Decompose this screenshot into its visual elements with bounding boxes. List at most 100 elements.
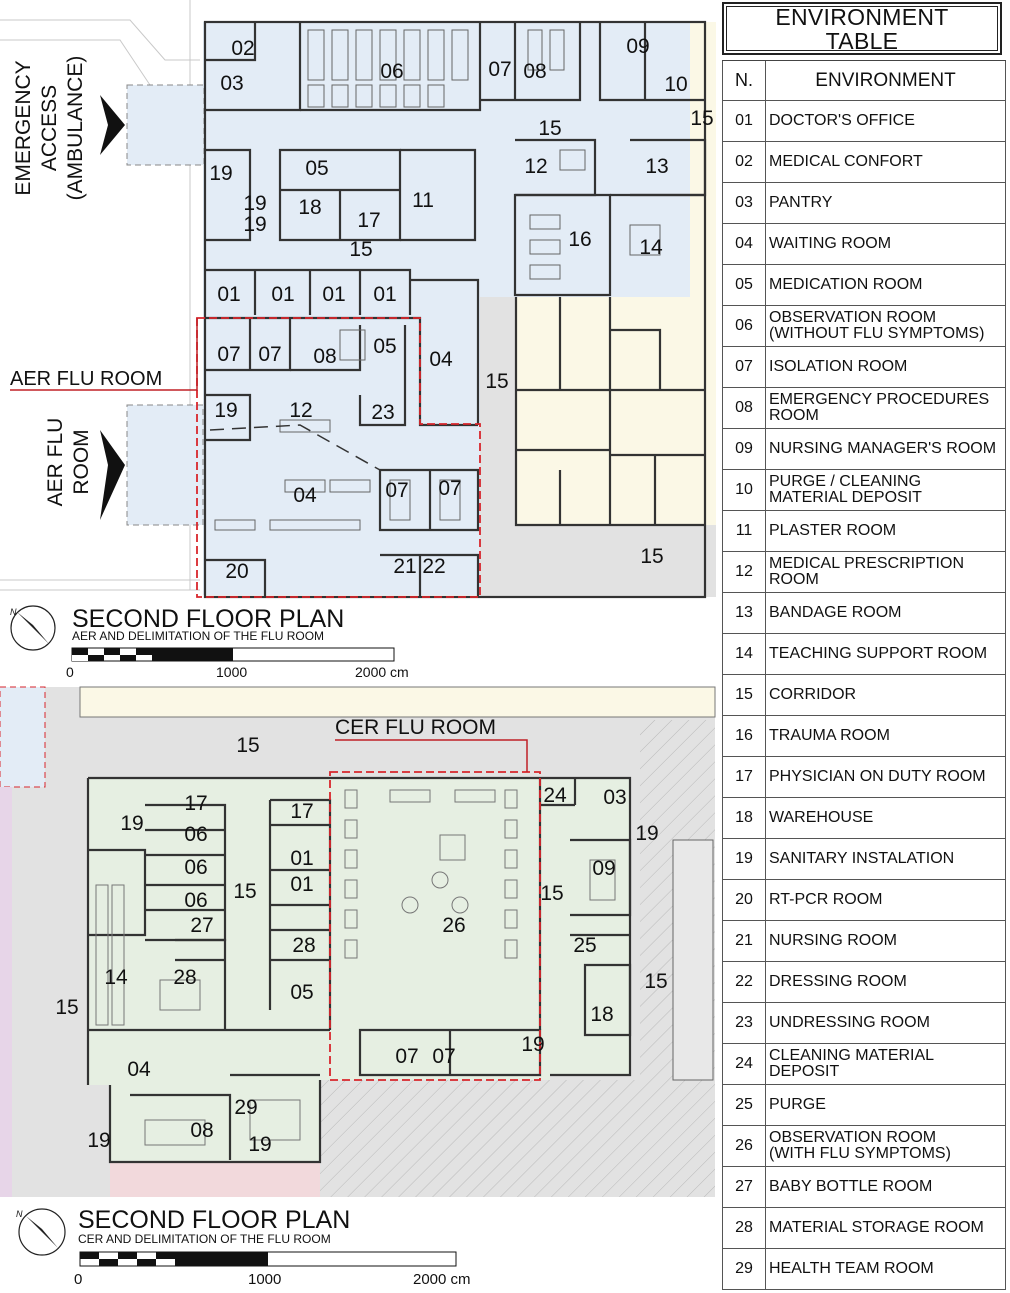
room-label: 24 bbox=[543, 784, 567, 807]
room-label: 12 bbox=[524, 155, 547, 178]
room-label: 18 bbox=[298, 196, 321, 219]
row-number: 03 bbox=[722, 183, 766, 223]
row-environment: ISOLATION ROOM bbox=[766, 347, 1006, 387]
room-label: 15 bbox=[485, 370, 508, 393]
room-label: 01 bbox=[271, 283, 294, 306]
row-number: 18 bbox=[722, 798, 766, 838]
room-label: 28 bbox=[292, 934, 315, 957]
room-label: 07 bbox=[395, 1045, 418, 1068]
top-scale-bar: 0 1000 2000 cm bbox=[66, 647, 409, 680]
row-environment: OBSERVATION ROOM (WITH FLU SYMPTOMS) bbox=[766, 1126, 1006, 1166]
bottom-plan-title: SECOND FLOOR PLAN bbox=[78, 1206, 350, 1234]
table-title: ENVIRONMENT TABLE bbox=[722, 2, 1002, 55]
room-label: 05 bbox=[290, 981, 313, 1004]
table-title-line2: TABLE bbox=[825, 27, 899, 54]
row-number: 22 bbox=[722, 962, 766, 1002]
top-room-labels: 02 03 06 07 08 09 10 15 15 12 13 05 19 1… bbox=[209, 35, 713, 583]
row-number: 29 bbox=[722, 1249, 766, 1289]
room-label: 21 bbox=[393, 555, 416, 578]
row-environment: NURSING MANAGER'S ROOM bbox=[766, 429, 1006, 469]
room-label: 03 bbox=[603, 786, 626, 809]
table-header-row: N. ENVIRONMENT bbox=[722, 61, 1006, 101]
svg-text:(AMBULANCE): (AMBULANCE) bbox=[64, 56, 87, 201]
room-label: 04 bbox=[429, 348, 453, 371]
svg-text:0: 0 bbox=[66, 664, 74, 680]
svg-text:N: N bbox=[16, 1209, 23, 1219]
row-number: 13 bbox=[722, 593, 766, 633]
aer-flu-room-callout: AER FLU ROOM bbox=[10, 368, 162, 390]
row-number: 14 bbox=[722, 634, 766, 674]
column-header-number: N. bbox=[722, 61, 766, 100]
blue-zone-flu bbox=[203, 297, 480, 595]
room-label: 08 bbox=[190, 1119, 213, 1142]
row-environment: EMERGENCY PROCEDURES ROOM bbox=[766, 388, 1006, 428]
room-label: 15 bbox=[236, 734, 259, 757]
room-label: 15 bbox=[55, 996, 78, 1019]
svg-text:EMERGENCY: EMERGENCY bbox=[12, 60, 35, 195]
row-number: 15 bbox=[722, 675, 766, 715]
room-label: 07 bbox=[432, 1045, 455, 1068]
svg-text:N: N bbox=[10, 607, 17, 617]
room-label: 01 bbox=[217, 283, 240, 306]
row-environment: PLASTER ROOM bbox=[766, 511, 1006, 551]
room-label: 01 bbox=[290, 847, 313, 870]
room-label: 07 bbox=[488, 58, 511, 81]
room-label: 11 bbox=[412, 189, 434, 212]
row-environment: CLEANING MATERIAL DEPOSIT bbox=[766, 1044, 1006, 1084]
room-label: 14 bbox=[104, 966, 128, 989]
row-environment: HEALTH TEAM ROOM bbox=[766, 1249, 1006, 1289]
row-number: 07 bbox=[722, 347, 766, 387]
corridor-grey bbox=[480, 297, 516, 597]
room-label: 06 bbox=[184, 856, 207, 879]
row-environment: MEDICAL CONFORT bbox=[766, 142, 1006, 182]
cer-flu-callout-line bbox=[335, 739, 528, 772]
room-label: 03 bbox=[220, 72, 243, 95]
room-label: 27 bbox=[190, 914, 213, 937]
room-label: 19 bbox=[214, 399, 237, 422]
yellow-strip-bottom bbox=[79, 686, 716, 718]
room-label: 06 bbox=[184, 823, 207, 846]
svg-text:ACCESS: ACCESS bbox=[38, 85, 61, 171]
column-header-environment: ENVIRONMENT bbox=[766, 61, 1006, 100]
room-label: 15 bbox=[540, 882, 563, 905]
row-environment: NURSING ROOM bbox=[766, 921, 1006, 961]
room-label: 09 bbox=[592, 857, 615, 880]
room-label: 18 bbox=[590, 1003, 613, 1026]
yellow-strip bbox=[690, 22, 716, 297]
row-environment: MEDICATION ROOM bbox=[766, 265, 1006, 305]
svg-text:ROOM: ROOM bbox=[70, 429, 93, 494]
row-number: 25 bbox=[722, 1085, 766, 1125]
row-number: 17 bbox=[722, 757, 766, 797]
corridor-grey-2 bbox=[516, 525, 716, 597]
top-plan-subtitle: AER AND DELIMITATION OF THE FLU ROOM bbox=[72, 629, 324, 643]
blue-corner bbox=[0, 686, 46, 788]
room-label: 28 bbox=[173, 966, 196, 989]
green-zone bbox=[88, 778, 630, 1162]
row-number: 28 bbox=[722, 1208, 766, 1248]
row-number: 16 bbox=[722, 716, 766, 756]
row-number: 06 bbox=[722, 306, 766, 346]
bottom-plan-subtitle: CER AND DELIMITATION OF THE FLU ROOM bbox=[78, 1232, 331, 1246]
table-title-line1: ENVIRONMENT bbox=[775, 3, 949, 30]
top-plan-title: SECOND FLOOR PLAN bbox=[72, 605, 344, 633]
row-environment: WAREHOUSE bbox=[766, 798, 1006, 838]
row-number: 21 bbox=[722, 921, 766, 961]
row-environment: SANITARY INSTALATION bbox=[766, 839, 1006, 879]
row-environment: PURGE / CLEANING MATERIAL DEPOSIT bbox=[766, 470, 1006, 510]
